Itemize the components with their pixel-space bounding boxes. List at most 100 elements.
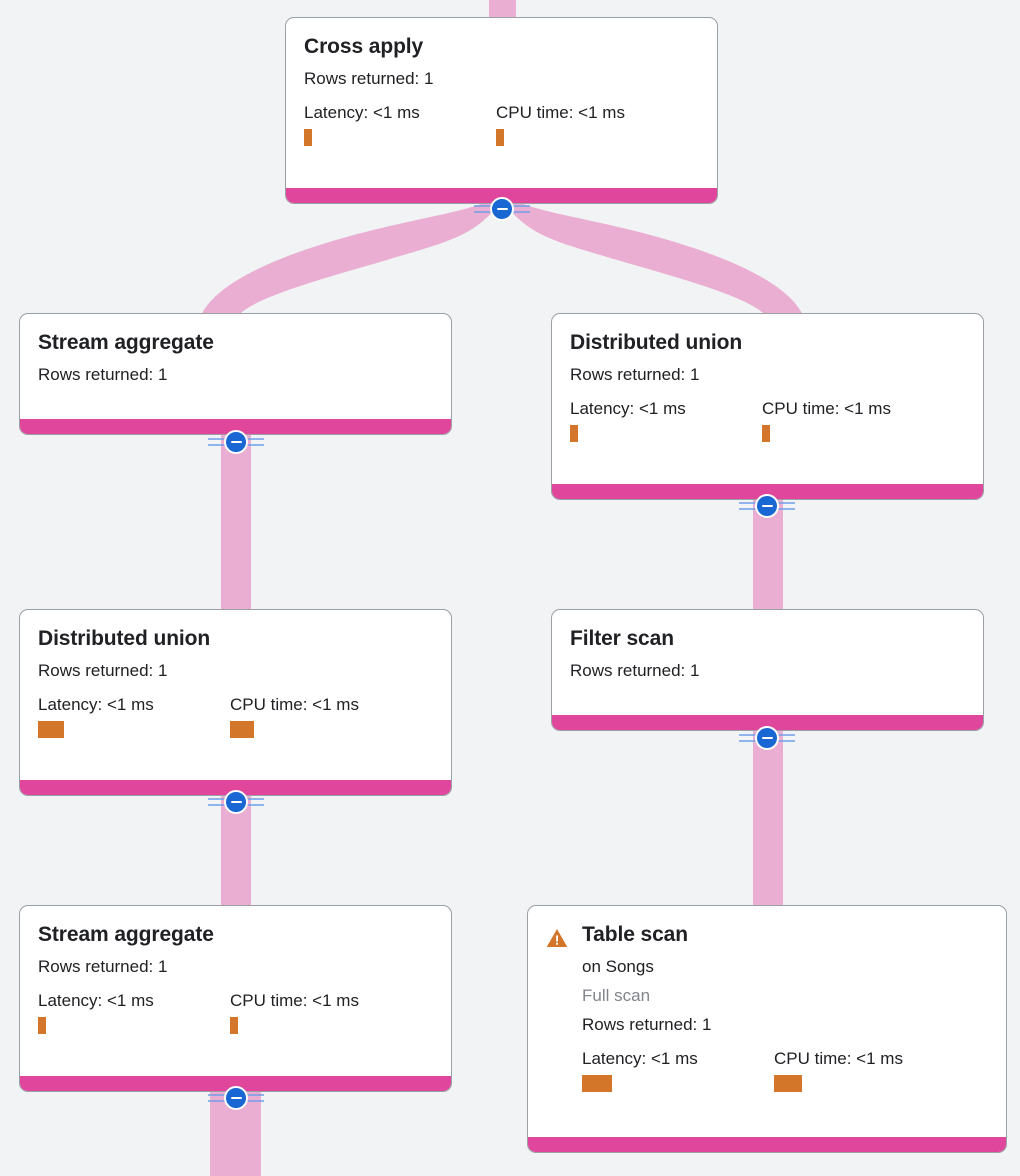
plan-node-cross-apply[interactable]: Cross apply Rows returned: 1 Latency: <1… [285,17,718,204]
toggle-stream-aggregate-left-bottom[interactable] [206,1085,266,1111]
cpu-time-bar [496,129,504,146]
node-rows-returned: Rows returned: 1 [304,69,434,88]
node-rows-returned: Rows returned: 1 [570,661,700,680]
node-content: Stream aggregate Rows returned: 1 [38,330,433,389]
toggle-cross-apply[interactable] [472,196,532,222]
edge-crossapply-to-stream-aggregate [200,198,494,318]
cpu-metric: CPU time: <1 ms [762,398,954,442]
latency-bar [38,1017,46,1034]
node-content: Table scan on Songs Full scan Rows retur… [582,922,988,1092]
toggle-distributed-union-left[interactable] [206,789,266,815]
latency-bar [304,129,312,146]
collapse-minus-icon [224,430,248,454]
node-footer-bar [552,484,983,499]
edge-stem-filterscan-to-tablescan [753,731,783,911]
node-metrics: Latency: <1 ms CPU time: <1 ms [570,398,965,442]
latency-metric: Latency: <1 ms [304,102,496,146]
node-body: Cross apply Rows returned: 1 Latency: <1… [286,18,717,188]
warning-triangle-icon [546,929,568,947]
cpu-time-bar [230,1017,238,1034]
toggle-rails [474,205,530,213]
node-metrics: Latency: <1 ms CPU time: <1 ms [304,102,699,146]
toggle-rails [739,734,795,742]
warning-slot [546,922,582,948]
node-title: Distributed union [38,627,211,650]
latency-label: Latency: <1 ms [304,103,420,122]
collapse-minus-icon [755,494,779,518]
cpu-metric: CPU time: <1 ms [496,102,688,146]
node-content: Cross apply Rows returned: 1 Latency: <1… [304,34,699,146]
edge-crossapply-to-distributed-union [510,198,804,318]
cpu-time-label: CPU time: <1 ms [762,399,891,418]
node-metrics: Latency: <1 ms CPU time: <1 ms [582,1048,988,1092]
node-title: Stream aggregate [38,331,214,354]
collapse-minus-icon [224,1086,248,1110]
toggle-stream-aggregate-left-top[interactable] [206,429,266,455]
node-rows-returned: Rows returned: 1 [38,365,168,384]
node-footer-bar [20,419,451,434]
node-content: Distributed union Rows returned: 1 Laten… [38,626,433,738]
cpu-time-bar [762,425,770,442]
node-body: Filter scan Rows returned: 1 [552,610,983,715]
node-title: Table scan [582,923,688,946]
cpu-time-label: CPU time: <1 ms [496,103,625,122]
toggle-distributed-union-right[interactable] [737,493,797,519]
node-metrics: Latency: <1 ms CPU time: <1 ms [38,694,433,738]
latency-label: Latency: <1 ms [582,1049,698,1068]
node-body: Stream aggregate Rows returned: 1 Latenc… [20,906,451,1076]
toggle-filter-scan[interactable] [737,725,797,751]
plan-node-distributed-union-left[interactable]: Distributed union Rows returned: 1 Laten… [19,609,452,796]
node-content: Stream aggregate Rows returned: 1 Latenc… [38,922,433,1034]
plan-node-distributed-union-right[interactable]: Distributed union Rows returned: 1 Laten… [551,313,984,500]
latency-metric: Latency: <1 ms [38,694,230,738]
latency-metric: Latency: <1 ms [570,398,762,442]
latency-metric: Latency: <1 ms [38,990,230,1034]
node-footer-bar [286,188,717,203]
collapse-minus-icon [490,197,514,221]
node-footer-bar [528,1137,1006,1152]
node-title: Distributed union [570,331,743,354]
latency-label: Latency: <1 ms [38,991,154,1010]
cpu-time-label: CPU time: <1 ms [230,695,359,714]
toggle-rails [208,1094,264,1102]
node-rows-returned: Rows returned: 1 [582,1015,712,1034]
node-subtitle: on Songs [582,957,654,976]
cpu-metric: CPU time: <1 ms [774,1048,966,1092]
cpu-time-bar [774,1075,802,1092]
latency-metric: Latency: <1 ms [582,1048,774,1092]
plan-node-filter-scan[interactable]: Filter scan Rows returned: 1 [551,609,984,731]
latency-label: Latency: <1 ms [570,399,686,418]
collapse-minus-icon [755,726,779,750]
latency-bar [38,721,64,738]
node-body: Distributed union Rows returned: 1 Laten… [20,610,451,780]
node-body: Stream aggregate Rows returned: 1 [20,314,451,419]
edge-stem-root-in [489,0,516,22]
node-rows-returned: Rows returned: 1 [570,365,700,384]
cpu-metric: CPU time: <1 ms [230,990,422,1034]
node-rows-returned: Rows returned: 1 [38,957,168,976]
cpu-time-bar [230,721,254,738]
latency-label: Latency: <1 ms [38,695,154,714]
node-title: Cross apply [304,35,424,58]
node-scan-type: Full scan [582,986,651,1005]
edge-stem-distunion-to-filterscan [753,499,783,615]
edge-stem-distunion-to-stream-left [221,796,251,911]
plan-node-table-scan[interactable]: Table scan on Songs Full scan Rows retur… [527,905,1007,1153]
cpu-time-label: CPU time: <1 ms [774,1049,903,1068]
node-body: Table scan on Songs Full scan Rows retur… [528,906,1006,1137]
plan-node-stream-aggregate-left-top[interactable]: Stream aggregate Rows returned: 1 [19,313,452,435]
node-content: Distributed union Rows returned: 1 Laten… [570,330,965,442]
node-title: Filter scan [570,627,674,650]
toggle-rails [208,438,264,446]
toggle-rails [739,502,795,510]
collapse-minus-icon [224,790,248,814]
latency-bar [570,425,578,442]
plan-node-stream-aggregate-left-bottom[interactable]: Stream aggregate Rows returned: 1 Latenc… [19,905,452,1092]
node-content: Filter scan Rows returned: 1 [570,626,965,685]
edge-stem-stream-to-distunion-left [221,435,251,615]
node-rows-returned: Rows returned: 1 [38,661,168,680]
cpu-metric: CPU time: <1 ms [230,694,422,738]
node-metrics: Latency: <1 ms CPU time: <1 ms [38,990,433,1034]
